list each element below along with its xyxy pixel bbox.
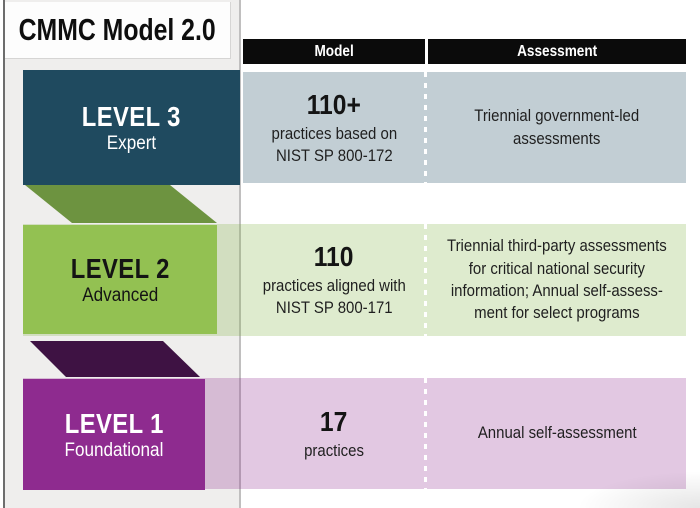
level3-practice-desc: practices based on NIST SP 800-172 [271, 123, 397, 165]
level3-assessment-cell: Triennial government-led assessments [428, 72, 686, 183]
level1-box: LEVEL 1 Foundational [23, 379, 205, 490]
level1-model-cell: 17 practices [243, 378, 425, 489]
level2-model-cell: 110 practices aligned with NIST SP 800-1… [243, 224, 425, 336]
row-band-level3 [243, 72, 686, 183]
page-curl-shadow [560, 466, 700, 508]
level3-label: LEVEL 3 [81, 100, 182, 132]
level1-assessment-text: Annual self-assessment [477, 423, 637, 443]
level1-practice-count: 17 [320, 405, 348, 437]
column-header-assessment-label: Assessment [516, 42, 598, 60]
row-level1: 17 practices Annual self-assessment [243, 378, 686, 489]
level2-assessment-cell: Triennial third-party assessments for cr… [428, 224, 686, 336]
column-header-assessment: Assessment [428, 39, 686, 64]
level2-box: LEVEL 2 Advanced [23, 225, 217, 334]
level3-box: LEVEL 3 Expert [23, 70, 240, 185]
level1-assessment-cell: Annual self-assessment [428, 378, 686, 489]
level2-label: LEVEL 2 [70, 252, 170, 284]
level2-subtitle: Advanced [81, 284, 159, 306]
page-title: CMMC Model 2.0 [18, 12, 217, 47]
dashed-column-divider [424, 72, 427, 183]
panel-edge-line [239, 0, 241, 508]
level1-label: LEVEL 1 [64, 407, 164, 439]
title-box: CMMC Model 2.0 [5, 2, 231, 59]
column-header-model-label: Model [314, 42, 354, 60]
dashed-column-divider [424, 224, 427, 336]
level3-practice-count: 110+ [306, 88, 362, 120]
level3-subtitle: Expert [106, 132, 157, 154]
level1-subtitle: Foundational [64, 439, 164, 461]
dashed-column-divider [424, 378, 427, 489]
level3-model-cell: 110+ practices based on NIST SP 800-172 [243, 72, 425, 183]
level2-practice-count: 110 [314, 241, 354, 273]
level3-assessment-text: Triennial government-led assessments [474, 106, 640, 148]
level2-practice-desc: practices aligned with NIST SP 800-171 [262, 276, 406, 317]
row-level2: 110 practices aligned with NIST SP 800-1… [243, 224, 686, 336]
row-level3: 110+ practices based on NIST SP 800-172 … [243, 72, 686, 183]
level2-assessment-text: Triennial third-party assessments for cr… [447, 236, 667, 323]
column-header-model: Model [243, 39, 425, 64]
level1-practice-desc: practices [304, 440, 364, 460]
